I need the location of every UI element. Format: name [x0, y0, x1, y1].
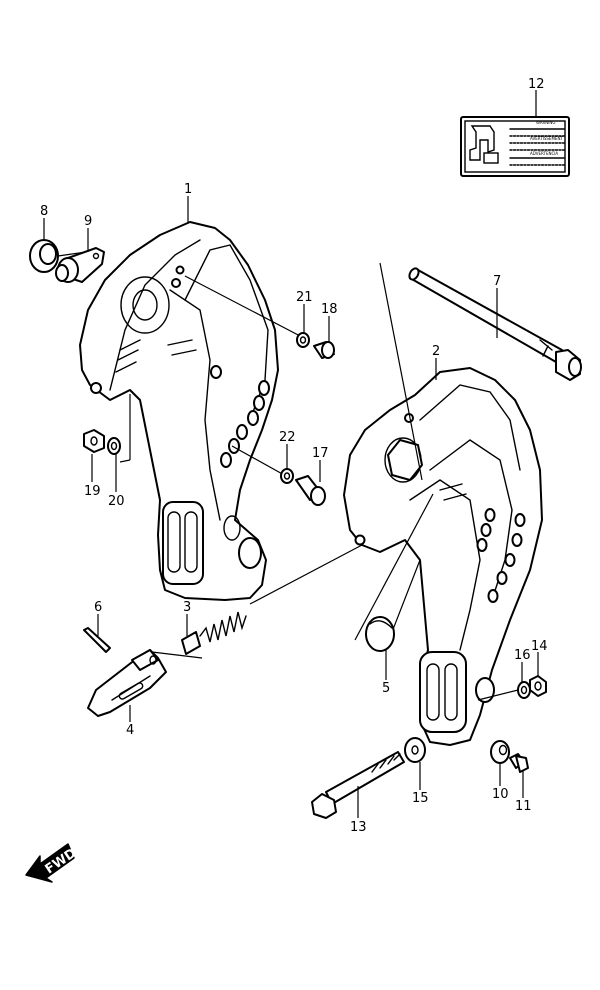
callout-22: 22 — [279, 430, 296, 445]
bushing-10-part — [490, 740, 510, 764]
fwd-arrow-icon: FWD — [25, 843, 79, 883]
spring-part — [181, 611, 247, 655]
callout-19: 19 — [84, 484, 101, 499]
callout-1: 1 — [184, 182, 192, 197]
callout-8: 8 — [40, 204, 48, 219]
washer-22-part — [280, 468, 294, 484]
callout-leaders — [43, 90, 539, 818]
bolt-17-part — [295, 475, 326, 506]
callout-11: 11 — [515, 799, 532, 814]
callout-6: 6 — [94, 600, 102, 615]
callout-numbers: 1 2 3 4 5 6 7 8 9 10 11 12 13 14 15 16 1… — [40, 77, 548, 835]
bushing-part — [29, 239, 59, 273]
label-line-warning: WARNING — [536, 120, 556, 125]
clamp-lever-part — [87, 649, 167, 717]
callout-5: 5 — [382, 681, 390, 696]
callout-14: 14 — [531, 639, 548, 654]
callout-7: 7 — [493, 274, 501, 289]
callout-13: 13 — [350, 820, 367, 835]
washer-16-part — [517, 681, 531, 699]
callout-9: 9 — [84, 214, 92, 229]
washer-21-part — [296, 332, 310, 348]
callout-18: 18 — [321, 302, 338, 317]
callout-15: 15 — [412, 791, 429, 806]
bolt-18-part — [313, 341, 335, 359]
flange-bushing-part — [55, 247, 105, 283]
callout-12: 12 — [528, 77, 545, 92]
nut-19-part — [83, 429, 105, 453]
callout-2: 2 — [432, 344, 440, 359]
assembly-lines — [57, 249, 519, 701]
washer-20-part — [107, 437, 121, 455]
clamp-shaft-part — [408, 267, 582, 381]
clamp-bracket-right — [343, 367, 543, 746]
pin-part — [83, 627, 111, 653]
nut-14-part — [529, 675, 547, 697]
label-line-advertencia: ADVERTENCIA — [530, 151, 558, 156]
callout-16: 16 — [514, 648, 531, 663]
label-line-avertissement: AVERTISSEMENT — [530, 136, 563, 141]
bolt-13-part — [311, 751, 405, 819]
callout-3: 3 — [183, 600, 191, 615]
callout-10: 10 — [492, 787, 509, 802]
cap-part — [365, 616, 395, 652]
callout-20: 20 — [108, 494, 125, 509]
washer-15-part — [404, 737, 426, 763]
bolt-11-part — [509, 753, 529, 773]
callout-21: 21 — [296, 290, 313, 305]
callout-4: 4 — [126, 723, 134, 738]
callout-17: 17 — [312, 446, 329, 461]
clamp-bracket-left — [79, 221, 279, 601]
warning-label-part: WARNING AVERTISSEMENT ADVERTENCIA — [460, 116, 570, 177]
